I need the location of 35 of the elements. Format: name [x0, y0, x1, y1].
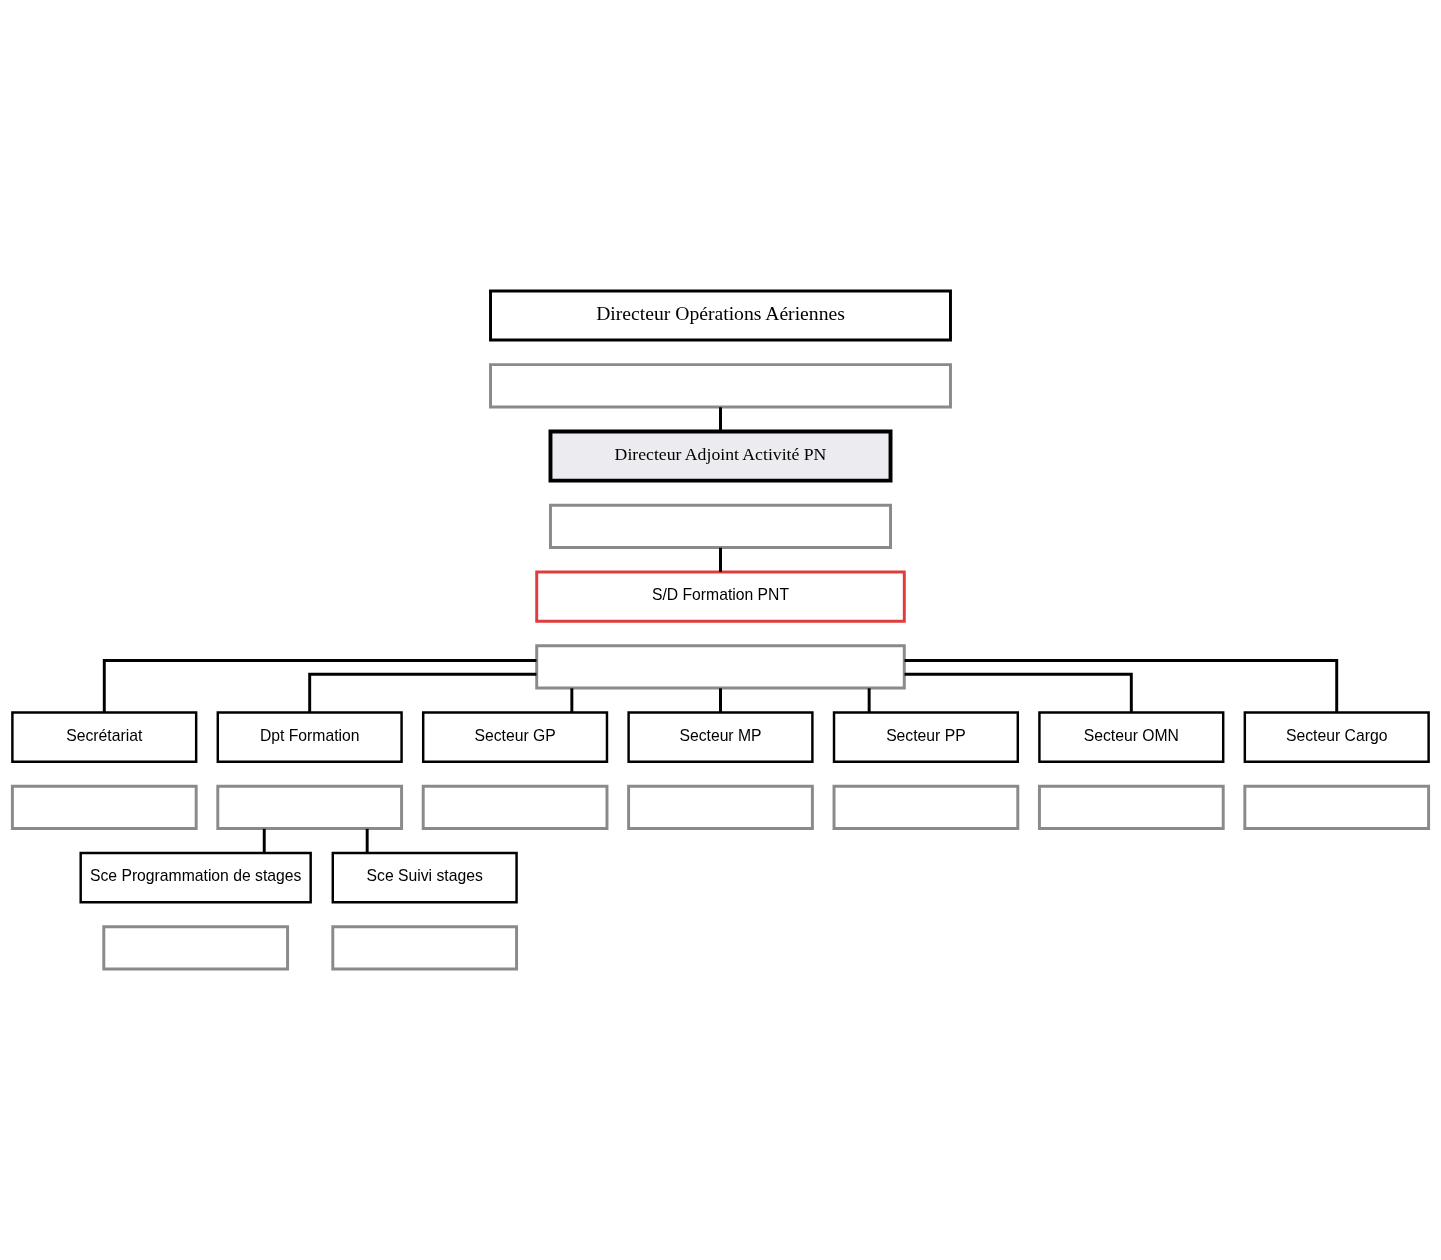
- node-box: Secteur OMN: [1038, 711, 1225, 763]
- node-box: Directeur Opérations Aériennes: [489, 289, 952, 342]
- node-box: Secteur MP: [627, 711, 814, 763]
- node-box: [1037, 784, 1225, 830]
- connector: [262, 828, 266, 853]
- node-box: Secteur GP: [421, 711, 609, 763]
- node-box: [832, 784, 1020, 830]
- connector: [365, 828, 369, 853]
- connector: [570, 688, 574, 713]
- node-box: [489, 363, 952, 409]
- connector: [904, 659, 1339, 713]
- connector: [719, 547, 722, 572]
- node-box: Secrétariat: [11, 711, 198, 763]
- node-box: Sce Suivi stages: [331, 851, 518, 904]
- node-box: [1243, 784, 1431, 830]
- node-box: Sce Programmation de stages: [79, 851, 312, 904]
- node-box: Secteur PP: [832, 711, 1020, 763]
- connector: [867, 688, 871, 713]
- node-box: [549, 503, 892, 549]
- node-box: [102, 925, 290, 971]
- node-box: [421, 784, 609, 830]
- connector: [102, 659, 537, 713]
- node-box: S/D Formation PNT: [535, 570, 906, 623]
- connector: [308, 672, 537, 713]
- node-box: Secteur Cargo: [1243, 711, 1430, 763]
- node-box: Directeur Adjoint Activité PN: [548, 429, 893, 483]
- node-box: Dpt Formation: [216, 711, 403, 763]
- node-box: [10, 784, 198, 830]
- node-box: [627, 784, 814, 830]
- node-box: [331, 925, 519, 971]
- connector: [719, 407, 722, 432]
- node-box: [535, 644, 906, 690]
- connector: [719, 688, 722, 713]
- connector: [904, 672, 1133, 713]
- node-box: [216, 784, 404, 830]
